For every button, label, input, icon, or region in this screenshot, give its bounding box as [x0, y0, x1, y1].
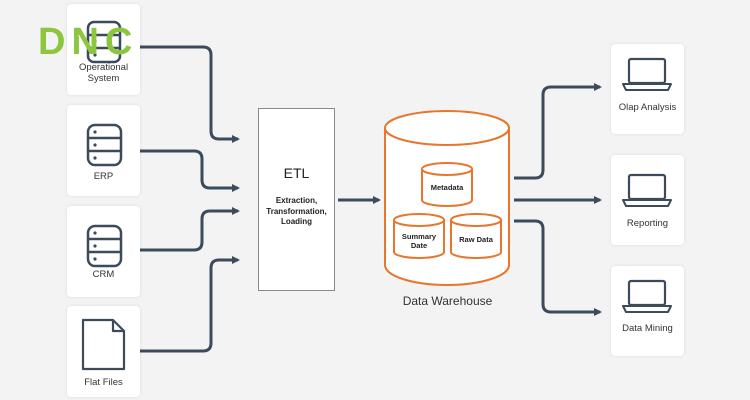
connector-crm-etl — [140, 207, 240, 252]
output-data-mining: Data Mining — [611, 266, 684, 356]
output-reporting: Reporting — [611, 155, 684, 245]
etl-box: ETL Extraction, Transformation, Loading — [258, 108, 335, 291]
source-label: Flat Files — [84, 377, 123, 388]
connector-warehouse-mining — [514, 219, 602, 316]
summary-date-label: Summary Date — [401, 232, 437, 250]
etl-title: ETL — [283, 165, 310, 181]
database-icon — [86, 123, 123, 167]
laptop-icon — [622, 279, 672, 313]
source-label: CRM — [92, 269, 115, 280]
source-erp: ERP — [67, 105, 140, 196]
database-icon — [86, 224, 123, 268]
laptop-icon — [622, 173, 672, 207]
dnc-logo: DNC — [38, 21, 138, 63]
connector-operational-etl — [140, 45, 240, 143]
data-warehouse-label: Data Warehouse — [402, 294, 493, 308]
output-label: Data Mining — [622, 323, 673, 334]
metadata-label: Metadata — [430, 183, 464, 192]
connector-warehouse-olap — [514, 83, 602, 180]
source-label: ERP — [93, 171, 114, 182]
laptop-icon — [622, 57, 672, 91]
source-label: Operational System — [78, 62, 129, 84]
source-crm: CRM — [67, 206, 140, 297]
connector-erp-etl — [140, 149, 240, 192]
logo-text: DNC — [38, 21, 138, 63]
connector-flatfiles-etl — [140, 256, 240, 353]
source-operational-system: Operational System — [67, 4, 140, 95]
source-flat-files: Flat Files — [67, 306, 140, 397]
database-icon — [86, 20, 122, 64]
raw-data-label: Raw Data — [459, 235, 493, 244]
output-olap-analysis: Olap Analysis — [611, 44, 684, 134]
output-label: Reporting — [626, 218, 669, 229]
output-label: Olap Analysis — [618, 102, 677, 113]
etl-subtitle: Extraction, Transformation, Loading — [266, 196, 327, 226]
file-icon — [81, 318, 126, 371]
